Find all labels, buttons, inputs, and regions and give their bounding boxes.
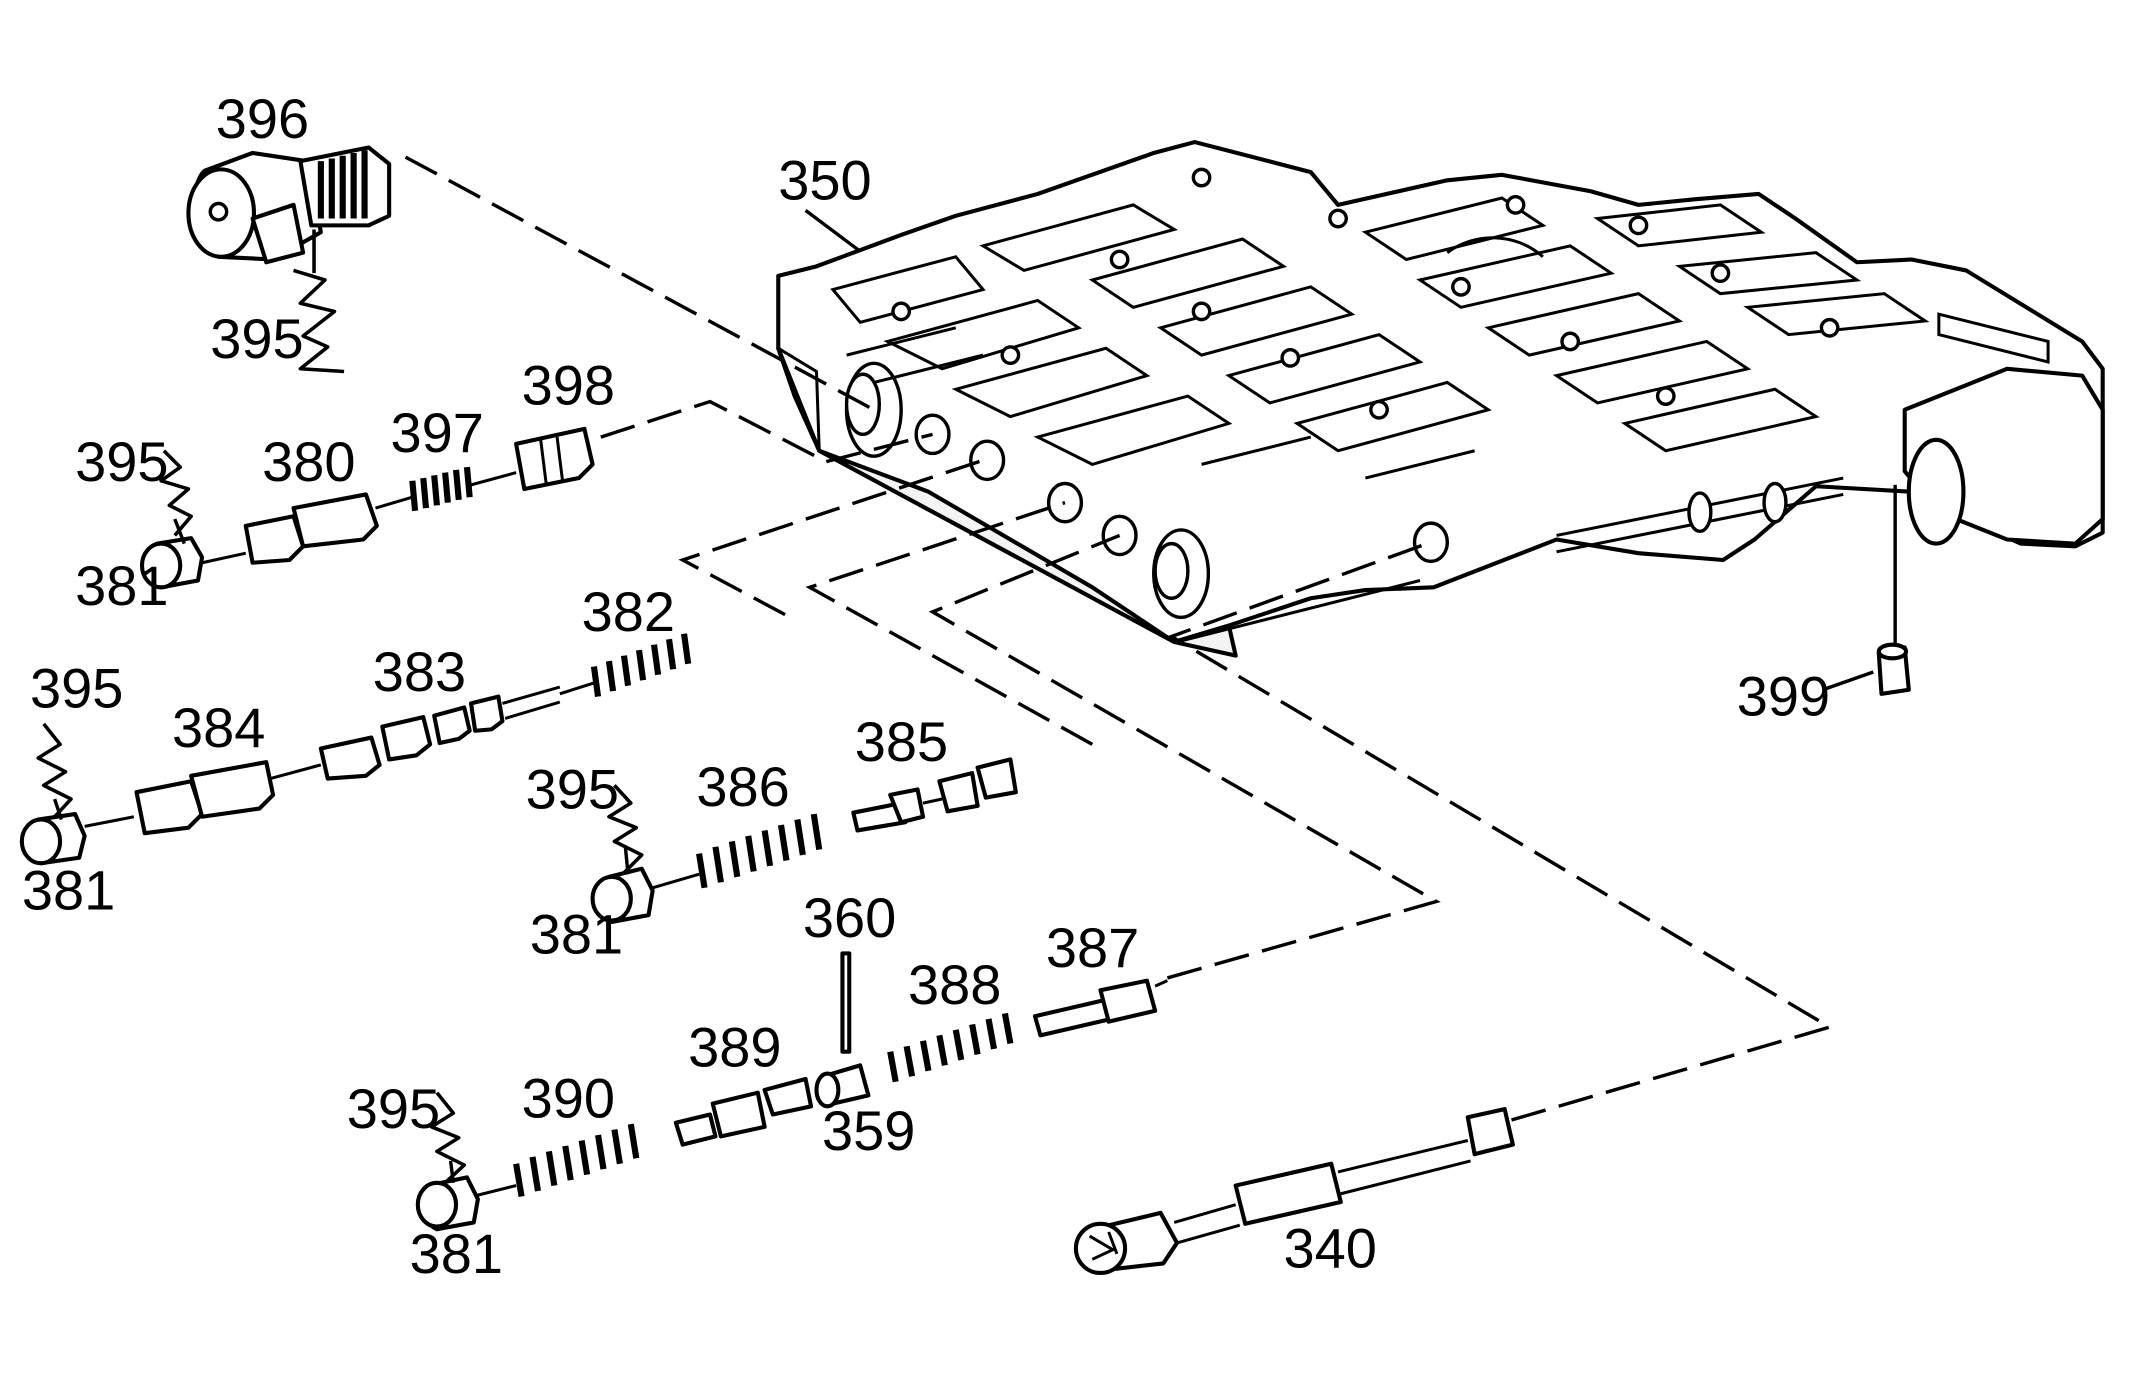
callout-388: 388 [908,953,1001,1016]
clip-395-top [293,229,345,374]
callout-380: 380 [262,430,355,493]
solenoid-396 [186,145,392,265]
callout-359: 359 [822,1099,915,1162]
callout-384: 384 [172,696,265,759]
leader-lines [52,208,1874,1184]
callout-395: 395 [30,657,123,720]
callout-396: 396 [216,87,309,150]
callout-381: 381 [410,1222,503,1285]
callout-labels: 396 395 350 398 397 395 380 381 382 383 … [22,87,1830,1285]
callout-390: 390 [522,1066,615,1129]
row-1-parts [139,426,595,590]
callout-340: 340 [1283,1217,1376,1280]
manual-valve-340 [1073,1107,1515,1276]
callout-395: 395 [75,430,168,493]
row-3-parts [590,757,1018,924]
callout-399: 399 [1737,665,1830,728]
callout-398: 398 [522,353,615,416]
callout-397: 397 [391,401,484,464]
valve-body-350 [776,140,2105,658]
callout-395: 395 [347,1077,440,1140]
part-399 [1876,484,1911,696]
callout-383: 383 [373,640,466,703]
callout-387: 387 [1046,916,1139,979]
callout-382: 382 [582,580,675,643]
row-4-parts [415,951,1169,1232]
callout-395: 395 [210,307,303,370]
callout-385: 385 [855,710,948,773]
callout-386: 386 [696,755,789,818]
row-2-parts [19,633,692,866]
callout-389: 389 [688,1016,781,1079]
callout-381: 381 [75,554,168,617]
callout-381: 381 [530,902,623,965]
alignment-lines [404,155,1834,1122]
callout-360: 360 [803,886,896,949]
callout-395: 395 [526,758,619,821]
callout-350: 350 [778,148,871,211]
callout-381: 381 [22,859,115,922]
